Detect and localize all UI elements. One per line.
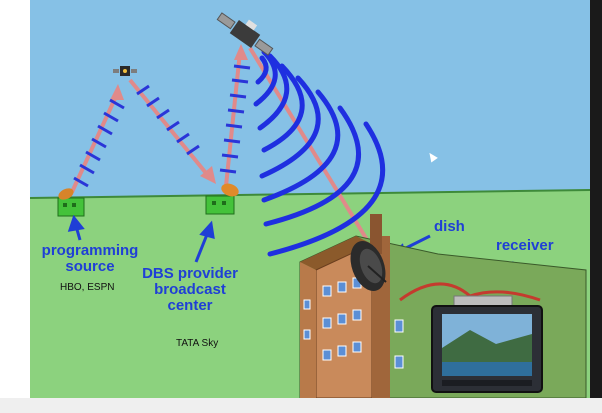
programming-source-label: programming source: [41, 242, 139, 275]
broadcast-waves: [253, 49, 385, 257]
uplink-dish-icon: [57, 188, 85, 217]
chimney: [370, 214, 382, 254]
right-edge: [590, 0, 602, 413]
bottom-strip: [0, 398, 602, 413]
dbs-center-example: TATA Sky: [176, 338, 219, 349]
satellite-dish-icon: [350, 240, 387, 292]
receiver-label: receiver: [496, 237, 554, 254]
uplink-beam-2: [219, 44, 251, 187]
relay-satellite-icon: [113, 66, 137, 76]
dbs-center-icon: [205, 183, 239, 215]
tv-receiver-icon: [431, 295, 543, 393]
set-top-box: [453, 295, 513, 307]
dish-label: dish: [434, 218, 465, 235]
uplink-beam-1: [70, 84, 125, 193]
programming-source-example: HBO, ESPN: [60, 282, 115, 293]
dbs-center-label: DBS provider broadcast center: [142, 265, 238, 314]
downlink-beam-1: [128, 78, 216, 184]
horizon-line: [29, 189, 591, 199]
satellite-icon: [216, 12, 274, 56]
broadcast-beam: [248, 46, 374, 250]
